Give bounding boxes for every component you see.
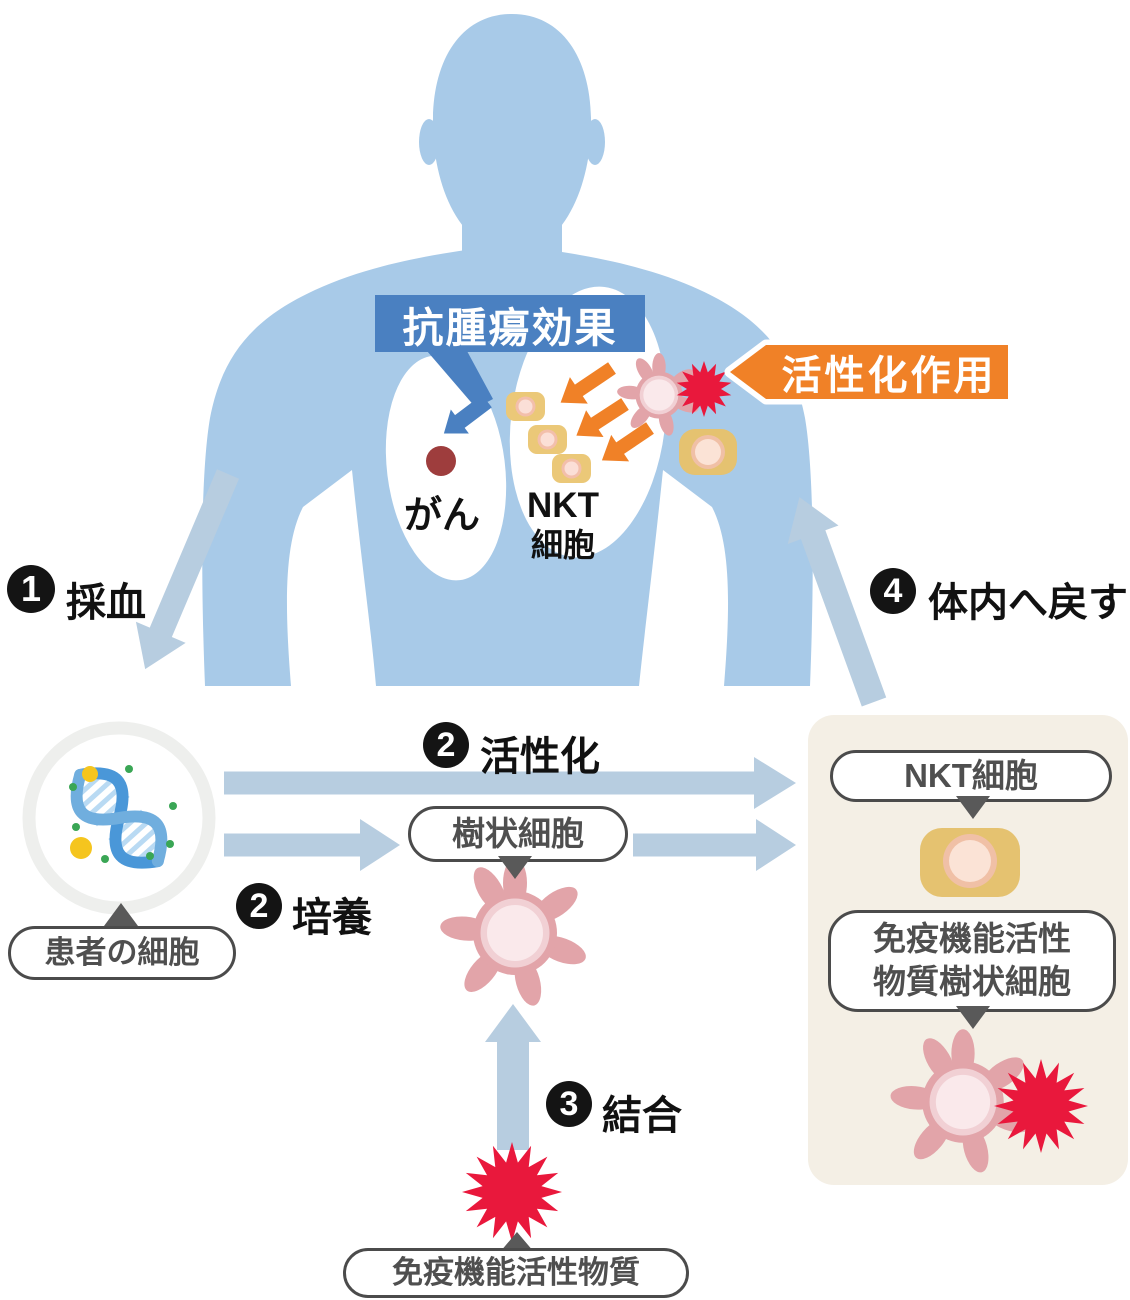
activated-dendritic-pill: 免疫機能活性 物質樹状細胞 [828,910,1116,1012]
activated-dendritic-line2: 物質樹状細胞 [873,963,1071,1000]
dendritic-cell-shoulder-icon [617,353,699,436]
step4-label: 体内へ戻す [928,581,1128,625]
dna-icon [70,767,168,869]
activation-arrow-2 [576,398,629,438]
step2-culture-label: 培養 [292,896,372,940]
patient-cell-pointer [104,903,138,926]
nkt-cell-pill: NKT細胞 [830,750,1112,802]
immune-substance-starburst [462,1142,562,1242]
nkt-cell-pointer [956,796,990,819]
cancer-dot [426,446,456,476]
nkt-cells-in-lung [506,392,591,483]
patient-cell-pill: 患者の細胞 [8,926,236,980]
anti-tumor-pointer-tail [427,351,493,408]
immune-substance-pointer [500,1232,534,1252]
nkt-lung-label-line2: 細胞 [530,527,595,563]
step1-arrow [135,469,240,670]
step2-culture-badge: 2 [236,883,282,929]
activation-arrow-1 [560,362,616,404]
nkt-cell-armpit-icon [679,429,737,475]
step1-label: 採血 [66,581,146,625]
binding-arrow [485,1004,541,1150]
step4-arrow [787,497,887,707]
activation-arrow-3 [601,422,654,462]
nkt-lung-label-line1: NKT [527,486,599,525]
cell-dots [69,765,177,863]
dendritic-cell-pointer [498,856,532,879]
activated-dendritic-line1: 免疫機能活性 [873,920,1071,958]
step3-label: 結合 [602,1094,682,1138]
activated-starburst [994,1059,1088,1153]
anti-tumor-effect-label: 抗腫瘍効果 [375,295,645,352]
activation-banner [724,339,1014,405]
step1-badge: 1 [7,565,55,613]
step2-activation-label: 活性化 [480,735,600,779]
activation-effect-label: 活性化作用 [781,354,997,398]
culture-flow-arrow-1 [224,819,400,871]
immune-substance-pill: 免疫機能活性物質 [343,1248,689,1298]
step3-badge: 3 [546,1081,592,1127]
activation-flow-arrow [224,757,796,809]
dendritic-cell-pill: 樹状細胞 [408,806,628,862]
activated-dendritic-icon [890,1029,1032,1173]
step4-badge: 4 [870,568,916,614]
culture-flow-arrow-2 [633,819,796,871]
immune-substance-starburst-shoulder [676,361,732,417]
dendritic-cell-icon [440,858,586,1006]
step2-activation-badge: 2 [423,722,469,768]
nkt-cell-large-icon [920,828,1020,897]
cancer-label: がん [403,495,480,537]
anti-tumor-pointer-arrow [443,394,492,434]
activated-dendritic-pointer [956,1006,990,1029]
